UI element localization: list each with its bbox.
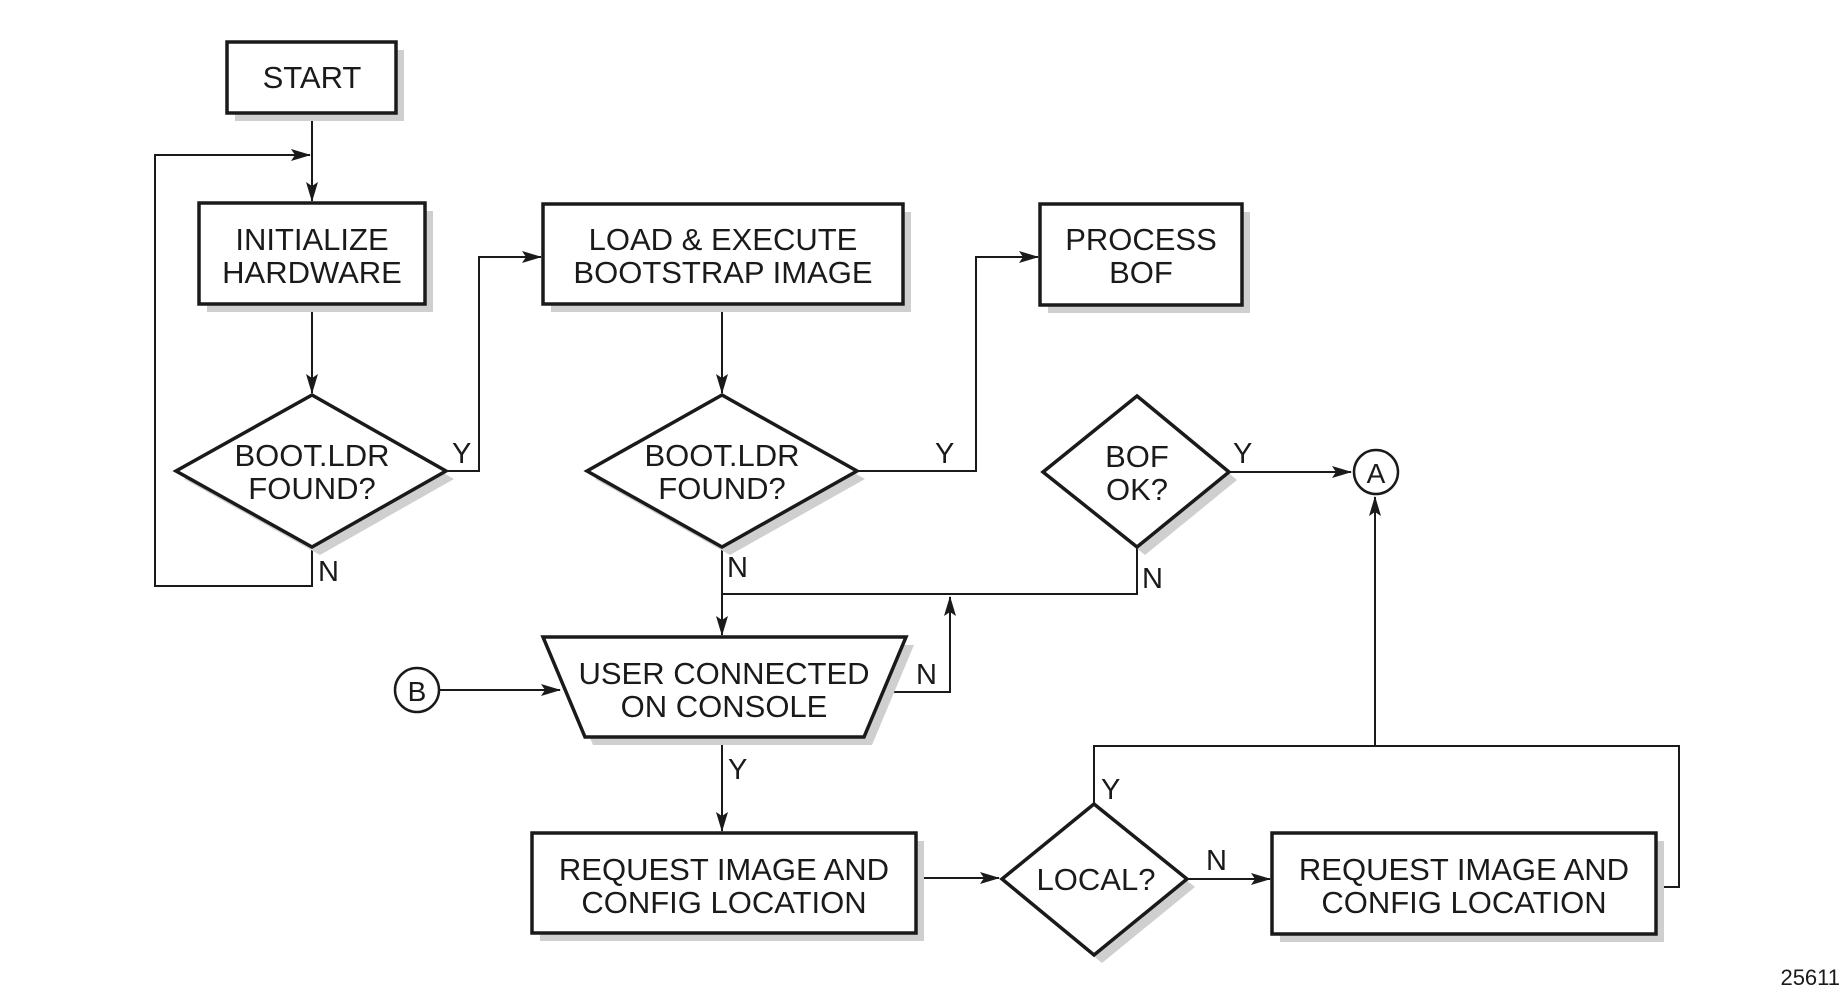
node-bootldr-found-2-line1: BOOT.LDR [644,438,799,473]
node-process-bof: PROCESS BOF [1038,202,1250,313]
connector-b: B [393,666,441,714]
node-request-2-line1: REQUEST IMAGE AND [1299,852,1629,887]
node-local: LOCAL? [999,801,1195,963]
figure-id: 25611 [1780,965,1840,990]
node-request-1-line1: REQUEST IMAGE AND [559,852,889,887]
node-initialize-hardware-line1: INITIALIZE [235,222,388,257]
node-bootldr-found-1-line1: BOOT.LDR [234,438,389,473]
node-request-image-config-1: REQUEST IMAGE AND CONFIG LOCATION [530,831,924,941]
label-bootldr1-no: N [318,556,339,588]
node-load-execute-line1: LOAD & EXECUTE [589,222,858,257]
node-process-bof-line1: PROCESS [1065,222,1217,257]
node-start-label: START [263,60,362,95]
node-bootldr-found-1: BOOT.LDR FOUND? [172,392,454,555]
node-load-execute-bootstrap: LOAD & EXECUTE BOOTSTRAP IMAGE [541,202,911,312]
label-bootldr2-no: N [727,552,748,584]
node-request-image-config-2: REQUEST IMAGE AND CONFIG LOCATION [1270,831,1664,942]
node-initialize-hardware-line2: HARDWARE [222,255,402,290]
connectors [154,113,1680,888]
node-bootldr-found-2-line2: FOUND? [658,471,785,506]
node-request-2-line2: CONFIG LOCATION [1321,885,1606,920]
node-user-connected-console: USER CONNECTED ON CONSOLE [540,635,914,745]
connector-b-label: B [408,676,427,707]
node-bof-ok: BOF OK? [1040,393,1237,555]
edge-bootldr1-y [446,251,542,472]
label-console-no: N [916,659,937,691]
node-bof-ok-line1: BOF [1105,439,1169,474]
edge-console-n [882,596,956,693]
node-process-bof-line2: BOF [1109,255,1173,290]
node-request-1-line2: CONFIG LOCATION [581,885,866,920]
node-user-connected-line1: USER CONNECTED [578,656,869,691]
connector-a: A [1352,448,1400,496]
edge-bootldr1-n-loop [154,149,313,587]
label-local-yes: Y [1101,774,1120,806]
label-console-yes: Y [728,754,747,786]
edge-labels: Y N Y N Y N N Y Y N [318,438,1252,877]
edge-bof-ok-n [722,547,1138,595]
node-bootldr-found-2: BOOT.LDR FOUND? [583,392,865,555]
label-bof-ok-yes: Y [1233,438,1252,470]
label-bootldr2-yes: Y [935,438,954,470]
connector-a-label: A [1367,458,1386,489]
edge-local-y [1093,745,1680,888]
node-bof-ok-line2: OK? [1106,472,1168,507]
edge-bootldr2-y [857,251,1039,472]
node-initialize-hardware: INITIALIZE HARDWARE [197,201,433,312]
node-start: START [225,40,404,121]
label-bof-ok-no: N [1142,563,1163,595]
node-local-label: LOCAL? [1037,862,1156,897]
node-user-connected-line2: ON CONSOLE [621,689,828,724]
label-bootldr1-yes: Y [452,438,471,470]
node-load-execute-line2: BOOTSTRAP IMAGE [573,255,872,290]
node-bootldr-found-1-line2: FOUND? [248,471,375,506]
label-local-no: N [1206,845,1227,877]
